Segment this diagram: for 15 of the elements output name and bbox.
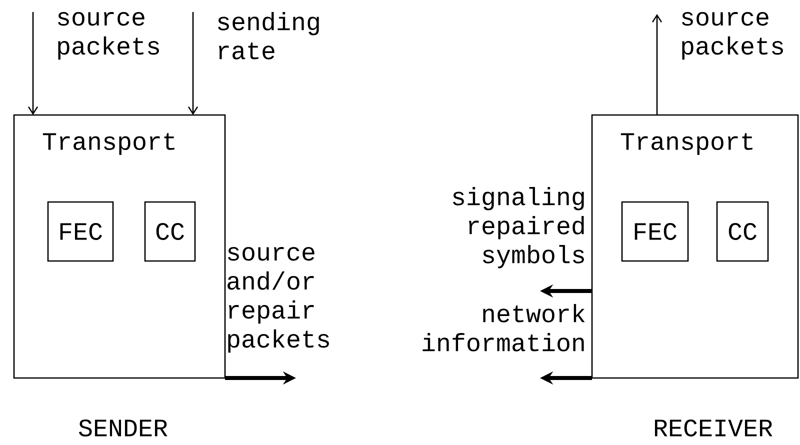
edge-label: source and/or repair packets [228,247,329,353]
module-box: CC [716,201,769,262]
edge-label: sending rate [218,12,319,60]
edge-label: source packets [682,12,783,60]
arrow [28,12,38,115]
side-label: SENDER [78,420,168,436]
side-label: RECEIVER [654,420,772,436]
module-box: CC [144,201,196,262]
arrow [652,14,662,115]
module-box: FEC [621,201,689,262]
edge-label: signaling repaired symbols [453,187,584,268]
module-box: FEC [47,201,114,262]
edge-label: network information [422,304,585,352]
edge-label: source packets [58,12,159,60]
arrow [188,12,198,115]
